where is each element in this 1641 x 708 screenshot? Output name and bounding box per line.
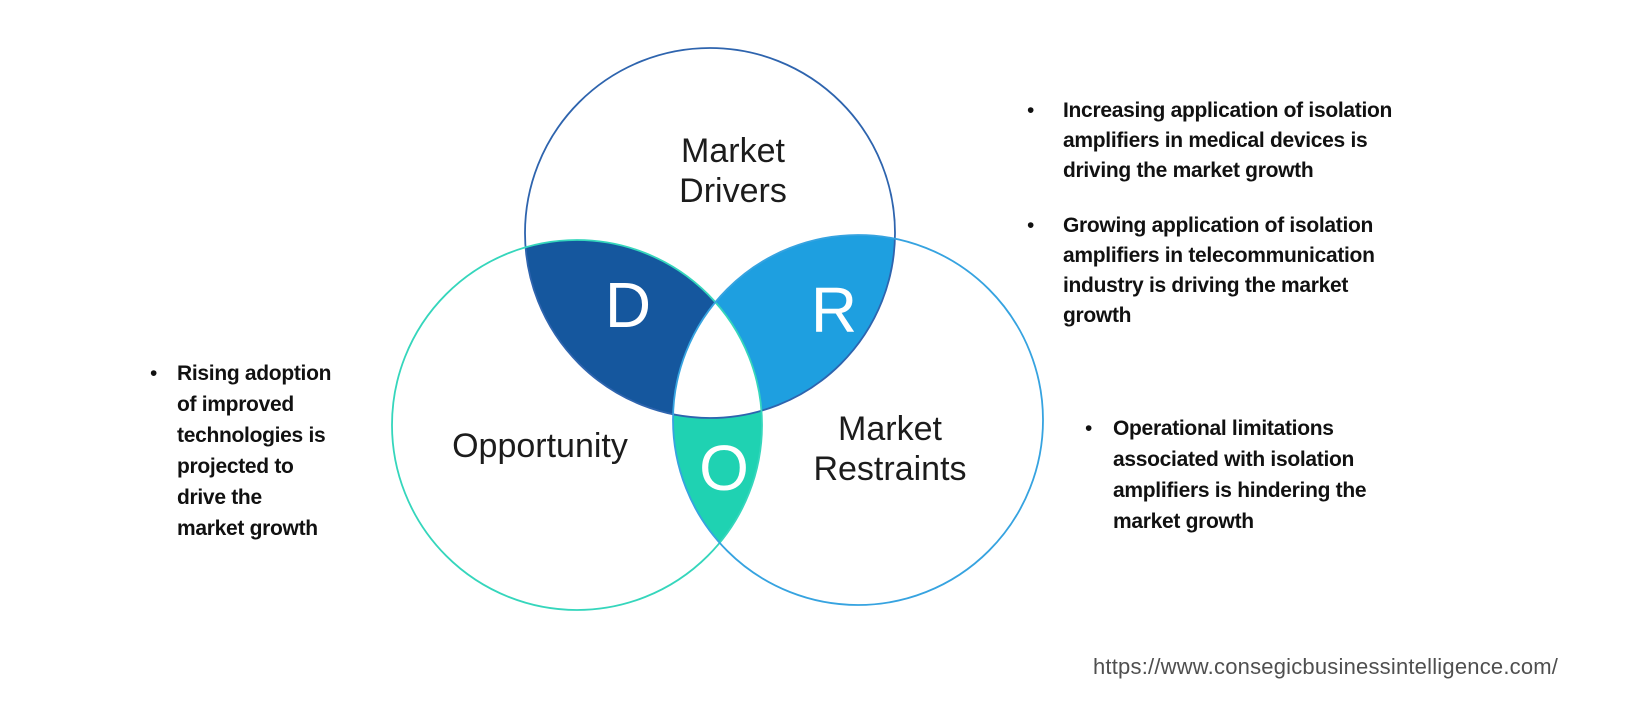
driver-note-2: • Growing application of isolation ampli… <box>1027 211 1467 331</box>
drivers-circle-outline <box>524 47 896 419</box>
restraints-circle-outline <box>672 234 1044 606</box>
lens-letter-d: D <box>604 269 652 341</box>
opportunity-note-text: Rising adoption of improved technologies… <box>177 362 332 540</box>
bullet-icon: • <box>1027 214 1035 237</box>
driver-note-1-text: Increasing application of isolation ampl… <box>1063 99 1393 182</box>
opportunity-circle-label: Opportunity <box>452 427 628 465</box>
lens-letter-r: R <box>810 274 858 346</box>
drivers-circle-label: Market Drivers <box>679 132 787 210</box>
source-url: https://www.consegicbusinessintelligence… <box>1093 654 1559 679</box>
lens-letter-o: O <box>699 432 749 504</box>
driver-notes: • Increasing application of isolation am… <box>1027 96 1467 331</box>
lens-r <box>673 235 895 418</box>
bullet-icon: • <box>1027 99 1035 122</box>
driver-note-2-text: Growing application of isolation amplifi… <box>1063 214 1375 327</box>
restraints-circle-label: Market Restraints <box>813 410 967 488</box>
opportunity-note: • Rising adoption of improved technologi… <box>150 358 390 544</box>
bullet-icon: • <box>150 362 158 385</box>
bullet-icon: • <box>1085 417 1093 440</box>
restraint-note-text: Operational limitations associated with … <box>1113 417 1367 533</box>
restraint-note: • Operational limitations associated wit… <box>1085 413 1455 537</box>
lens-d <box>525 240 762 418</box>
opportunity-circle-outline <box>391 239 763 611</box>
driver-note-1: • Increasing application of isolation am… <box>1027 96 1467 186</box>
